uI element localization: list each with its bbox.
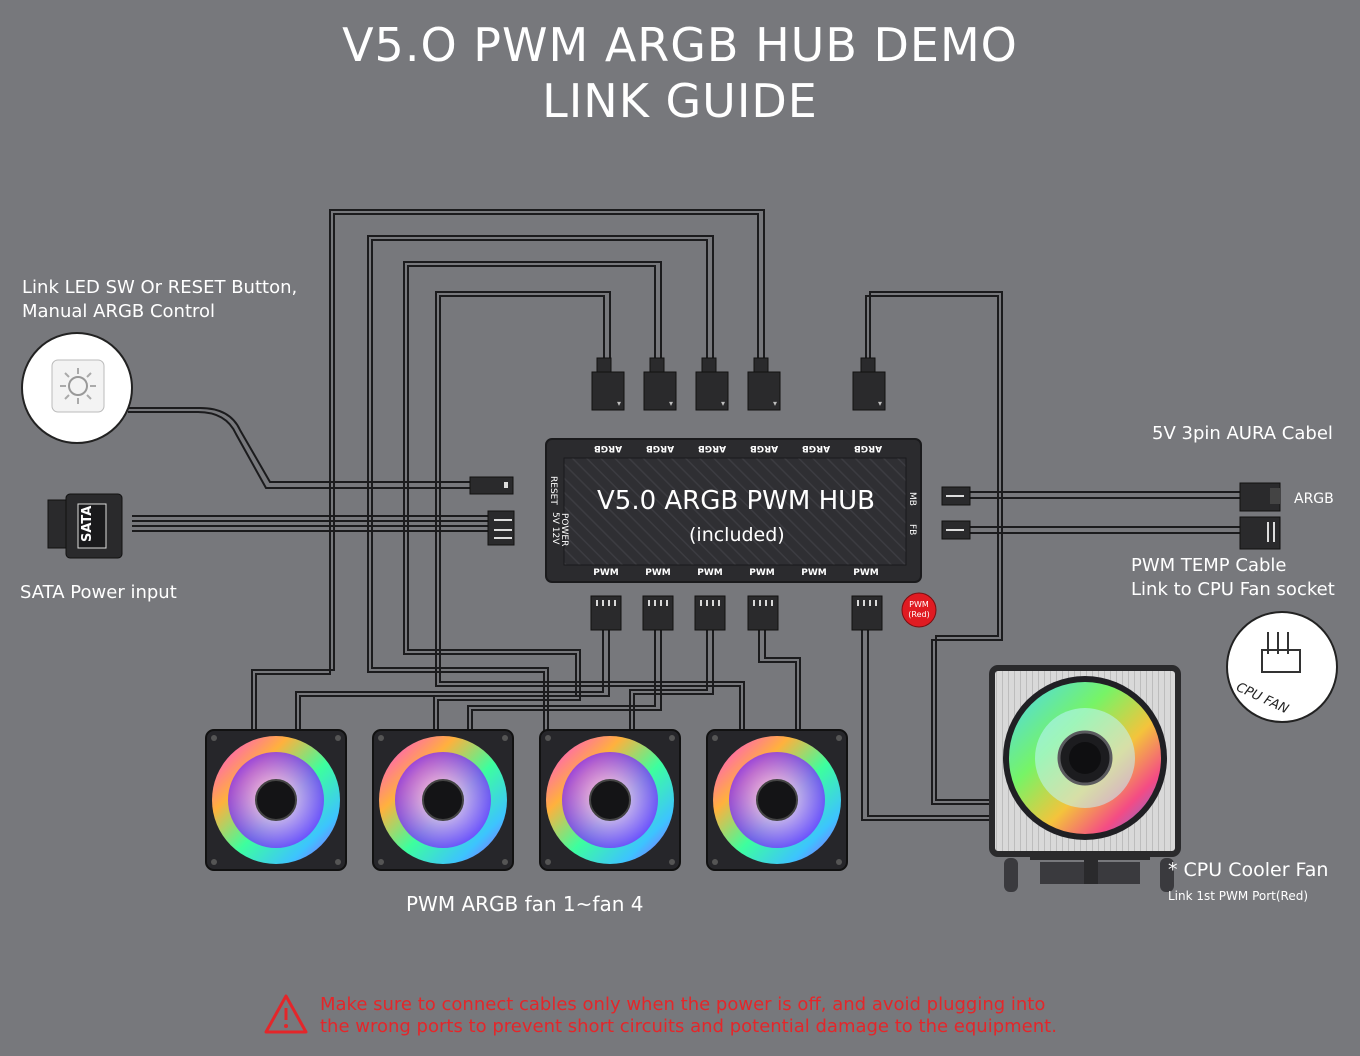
svg-text:▾: ▾: [617, 399, 621, 408]
argb-plug-3: [695, 371, 729, 411]
pwm-plug-6: [851, 595, 883, 631]
argb-plug-2: [643, 371, 677, 411]
cpu-cooler: [989, 665, 1181, 892]
warning-line2: the wrong ports to prevent short circuit…: [320, 1016, 1057, 1037]
pwm-plug-3: [694, 595, 726, 631]
pwm-plug-1: [590, 595, 622, 631]
led-switch-label-line2: Manual ARGB Control: [22, 301, 216, 322]
hub-bottom-port-label-6: PWM: [853, 568, 879, 578]
hub-fb-label: FB: [907, 524, 917, 536]
argb-plugs: [591, 357, 886, 411]
cpu-cooler-label: * CPU Cooler Fan: [1168, 859, 1329, 881]
pwm-red-line2: (Red): [908, 610, 930, 619]
pwm-cables: [128, 407, 1240, 821]
fans-label: PWM ARGB fan 1~fan 4: [406, 892, 644, 916]
sata-plug: [47, 493, 123, 559]
hub-top-port-label-5: ARGB: [801, 443, 831, 453]
hub-bottom-port-label-4: PWM: [749, 568, 775, 578]
page-title-line1: V5.O PWM ARGB HUB DEMO: [342, 18, 1018, 72]
pwm-red-line1: PWM: [909, 600, 929, 609]
cpu-cooler-sublabel: Link 1st PWM Port(Red): [1168, 889, 1309, 903]
pwm-plug-4: [747, 595, 779, 631]
pwm-temp-label-line1: PWM TEMP Cable: [1131, 555, 1287, 576]
pwm-red-indicator: [901, 592, 937, 628]
hub-top-port-label-2: ARGB: [645, 443, 675, 453]
hub-mb-label: MB: [907, 492, 917, 506]
sata-text: SATA: [80, 505, 95, 542]
warning-icon: [264, 994, 308, 1034]
power-connector: [487, 510, 515, 546]
hub-bottom-port-label-3: PWM: [697, 568, 723, 578]
svg-text:▾: ▾: [878, 399, 882, 408]
svg-text:▾: ▾: [669, 399, 673, 408]
hub-volts-label: 5V 12V: [550, 512, 560, 545]
argb-plug-4: [747, 371, 781, 411]
argb-plug-6: [852, 371, 886, 411]
svg-text:▾: ▾: [773, 399, 777, 408]
case-fan-2: [372, 729, 514, 871]
warning-text: Make sure to connect cables only when th…: [320, 994, 1057, 1038]
hub-power-label: POWER: [559, 513, 569, 547]
svg-text:▾: ▾: [721, 399, 725, 408]
warning-line1: Make sure to connect cables only when th…: [320, 994, 1046, 1015]
case-fans: [205, 729, 848, 871]
case-fan-4: [706, 729, 848, 871]
hub-top-port-label-4: ARGB: [749, 443, 779, 453]
hub-body: [545, 438, 922, 583]
cpu-fan-header-badge: [1226, 611, 1338, 723]
hub-bottom-port-label-5: PWM: [801, 568, 827, 578]
sata-power-label: SATA Power input: [20, 582, 177, 603]
case-fan-3: [539, 729, 681, 871]
hub-name: V5.0 ARGB PWM HUB: [597, 486, 876, 516]
argb-label: ARGB: [1294, 491, 1334, 507]
hub-side-connectors: [469, 476, 1281, 550]
led-switch-badge: [21, 332, 133, 444]
hub-bottom-port-label-2: PWM: [645, 568, 671, 578]
argb-plug-1: [591, 371, 625, 411]
pwm-plugs: [590, 595, 883, 631]
aura-cable-label: 5V 3pin AURA Cabel: [1152, 423, 1333, 444]
page-title-line2: LINK GUIDE: [542, 74, 818, 128]
hub-bottom-port-label-1: PWM: [593, 568, 619, 578]
pwm-temp-label-line2: Link to CPU Fan socket: [1131, 579, 1335, 600]
hub-top-port-label-6: ARGB: [853, 443, 883, 453]
hub-top-port-label-3: ARGB: [697, 443, 727, 453]
hub-subtitle: (included): [689, 524, 785, 546]
hub-reset-label: RESET: [548, 476, 558, 505]
led-switch-label-line1: Link LED SW Or RESET Button,: [22, 277, 298, 298]
pwm-plug-2: [642, 595, 674, 631]
case-fan-1: [205, 729, 347, 871]
pwm-red-label: PWM (Red): [902, 600, 936, 620]
hub-top-port-label-1: ARGB: [593, 443, 623, 453]
sw-connector: [469, 476, 514, 495]
